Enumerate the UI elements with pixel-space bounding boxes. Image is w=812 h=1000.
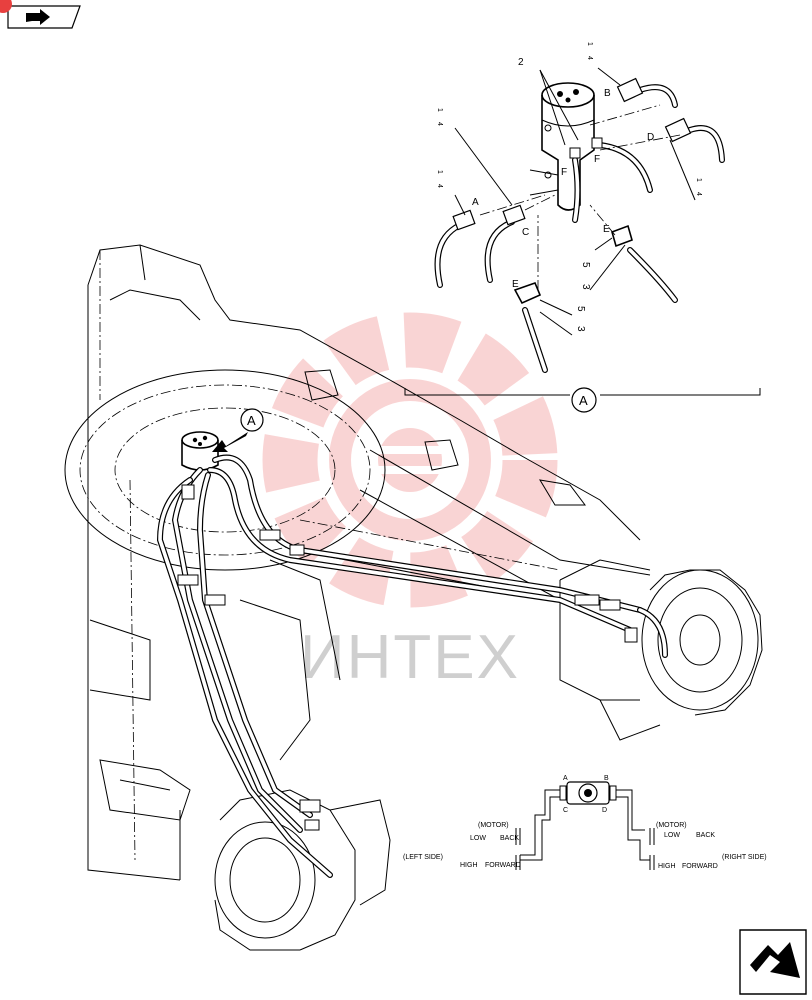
- right-motor-label: (MOTOR): [656, 822, 687, 829]
- hydraulic-schematic: A B C D (MOTOR) LOW BACK HIGH FORWARD (L…: [403, 775, 767, 870]
- watermark-text: ИНТЕХ: [300, 623, 520, 692]
- ref-4b: 4: [586, 56, 593, 60]
- ref-1c: 1: [436, 170, 443, 174]
- main-hoses: [156, 454, 668, 878]
- port-label-d: D: [647, 132, 654, 143]
- schematic-port-a: A: [563, 775, 568, 782]
- port-label-f2: F: [561, 167, 567, 178]
- back-nav-button[interactable]: [7, 5, 81, 29]
- left-side-label: (LEFT SIDE): [403, 854, 443, 861]
- right-side-label: (RIGHT SIDE): [722, 854, 767, 861]
- port-label-e2: E: [512, 279, 519, 290]
- undercarriage-frame: [64, 244, 763, 951]
- page-marker-icon: [0, 0, 12, 13]
- detail-view-label: A: [579, 393, 588, 408]
- next-nav-button[interactable]: [739, 929, 807, 995]
- ref-4d: 4: [695, 192, 702, 196]
- schematic-port-c: C: [563, 807, 568, 814]
- ref-4a: 4: [436, 122, 443, 126]
- detail-swivel-joint: [529, 82, 595, 211]
- next-arrow-icon: [750, 942, 800, 978]
- ref-3b: 3: [575, 326, 586, 332]
- main-view-label: A: [247, 413, 256, 428]
- left-motor-label: (MOTOR): [478, 822, 509, 829]
- swivel-joint: [181, 431, 219, 471]
- right-back-label: BACK: [696, 832, 715, 839]
- right-low-label: LOW: [664, 832, 680, 839]
- ref-1b: 1: [586, 42, 593, 46]
- back-arrow-icon: [26, 9, 50, 25]
- watermark: [262, 312, 558, 608]
- detail-view-a: A 1 4 2 1 4 1 4 1 4 5 3 5 3 A B C D E E …: [404, 42, 761, 413]
- right-track-sprocket: [559, 559, 763, 741]
- ref-4c: 4: [436, 184, 443, 188]
- left-back-label: BACK: [500, 835, 519, 842]
- right-forward-label: FORWARD: [682, 863, 718, 870]
- ref-5b: 5: [575, 306, 586, 312]
- view-a-callout: A: [212, 408, 264, 452]
- port-label-c: C: [522, 227, 529, 238]
- ref-1d: 1: [695, 178, 702, 182]
- ref-1a: 1: [436, 108, 443, 112]
- right-high-label: HIGH: [658, 863, 676, 870]
- port-label-f1: F: [594, 154, 600, 165]
- port-label-a: A: [472, 197, 479, 208]
- left-high-label: HIGH: [460, 862, 478, 869]
- port-label-b: B: [604, 88, 611, 99]
- gear-logo-icon: [262, 312, 558, 608]
- schematic-port-b: B: [604, 775, 609, 782]
- schematic-port-d: D: [602, 807, 607, 814]
- ref-3a: 3: [580, 284, 591, 290]
- port-label-e1: E: [603, 224, 610, 235]
- left-forward-label: FORWARD: [485, 862, 521, 869]
- ref-2: 2: [518, 57, 524, 68]
- left-low-label: LOW: [470, 835, 486, 842]
- ref-5a: 5: [580, 262, 591, 268]
- left-track-sprocket: [214, 789, 391, 951]
